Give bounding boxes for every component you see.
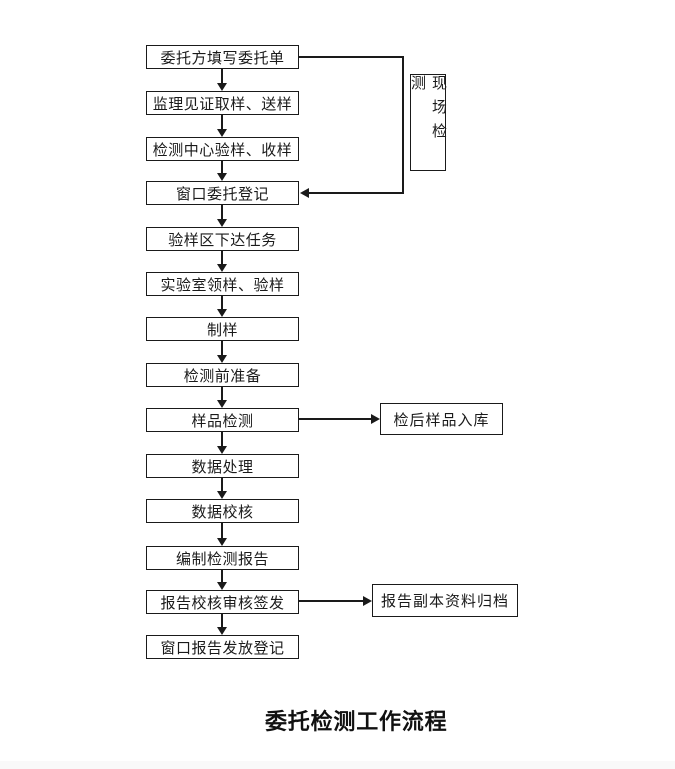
down-arrow-4 <box>217 205 227 227</box>
report-archive-box: 报告副本资料归档 <box>372 584 518 617</box>
down-arrow-5 <box>217 251 227 272</box>
field-test-box: 现场检测 <box>409 74 447 171</box>
down-arrow-9 <box>217 432 227 454</box>
down-arrow-13 <box>217 614 227 635</box>
page-edge-strip <box>0 761 675 769</box>
down-arrow-10 <box>217 478 227 499</box>
down-arrow-8 <box>217 387 227 408</box>
feedback-arrowhead-icon <box>300 188 309 198</box>
down-arrow-7 <box>217 341 227 363</box>
flow-step-box-5: 验样区下达任务 <box>146 227 299 251</box>
down-arrow-3 <box>217 161 227 181</box>
diagram-title: 委托检测工作流程 <box>265 709 448 734</box>
flow-step-box-1: 委托方填写委托单 <box>146 45 299 69</box>
down-arrow-1 <box>217 69 227 91</box>
report-archive-connector-line <box>299 600 364 602</box>
flow-step-box-9: 样品检测 <box>146 408 299 432</box>
report-archive-arrowhead-icon <box>363 596 372 606</box>
flow-step-box-6: 实验室领样、验样 <box>146 272 299 296</box>
sample-storage-connector-line <box>299 418 372 420</box>
flow-step-box-3: 检测中心验样、收样 <box>146 137 299 161</box>
down-arrow-2 <box>217 115 227 137</box>
feedback-connector-vertical-line <box>402 56 404 194</box>
flow-step-box-4: 窗口委托登记 <box>146 181 299 205</box>
flow-step-box-14: 窗口报告发放登记 <box>146 635 299 659</box>
down-arrow-11 <box>217 523 227 546</box>
sample-storage-arrowhead-icon <box>371 414 380 424</box>
flow-step-box-10: 数据处理 <box>146 454 299 478</box>
flow-step-box-12: 编制检测报告 <box>146 546 299 570</box>
sample-storage-box: 检后样品入库 <box>380 403 503 435</box>
flow-step-box-7: 制样 <box>146 317 299 341</box>
flow-step-box-13: 报告校核审核签发 <box>146 590 299 614</box>
down-arrow-6 <box>217 296 227 317</box>
down-arrow-12 <box>217 570 227 590</box>
flow-step-box-2: 监理见证取样、送样 <box>146 91 299 115</box>
feedback-connector-top-line <box>299 56 404 58</box>
feedback-connector-bottom-line <box>308 192 404 194</box>
flow-step-box-11: 数据校核 <box>146 499 299 523</box>
flow-step-box-8: 检测前准备 <box>146 363 299 387</box>
